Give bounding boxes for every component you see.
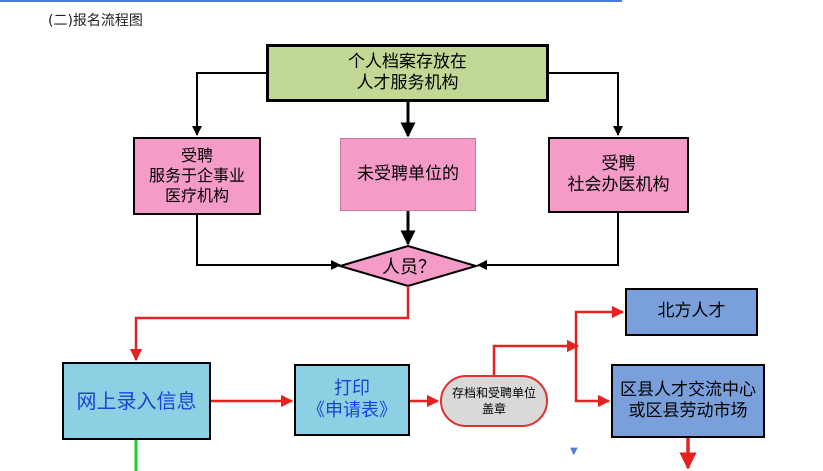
node-not-hired: 未受聘单位的 [340,138,476,211]
node-archive-storage: 个人档案存放在 人才服务机构 [266,44,549,102]
node-hired-public-medical: 受聘 服务于企事业 医疗机构 [133,137,261,215]
arrow-archive-to-right [549,72,623,136]
arrow-stamp-up [492,339,580,375]
arrow-archive-to-left [192,72,266,136]
node-print-form: 打印 《申请表》 [294,364,410,436]
top-rule [0,0,622,2]
caret-down-icon: ▼ [570,446,578,457]
arrow-left-to-person [196,215,341,270]
arrow-to-north [574,305,625,346]
arrow-right-to-person [477,213,619,270]
node-hired-private-medical: 受聘 社会办医机构 [548,137,689,213]
node-north-talent: 北方人才 [625,288,758,336]
node-online-entry: 网上录入信息 [62,362,211,440]
section-heading: (二)报名流程图 [48,13,143,29]
arrow-to-district [574,346,611,408]
node-person-decision-label: 人员？ [382,257,436,278]
node-stamp: 存档和受聘单位 盖章 [440,375,548,427]
arrow-person-to-online [129,286,410,362]
node-district-center: 区县人才交流中心 或区县劳动市场 [611,364,765,438]
